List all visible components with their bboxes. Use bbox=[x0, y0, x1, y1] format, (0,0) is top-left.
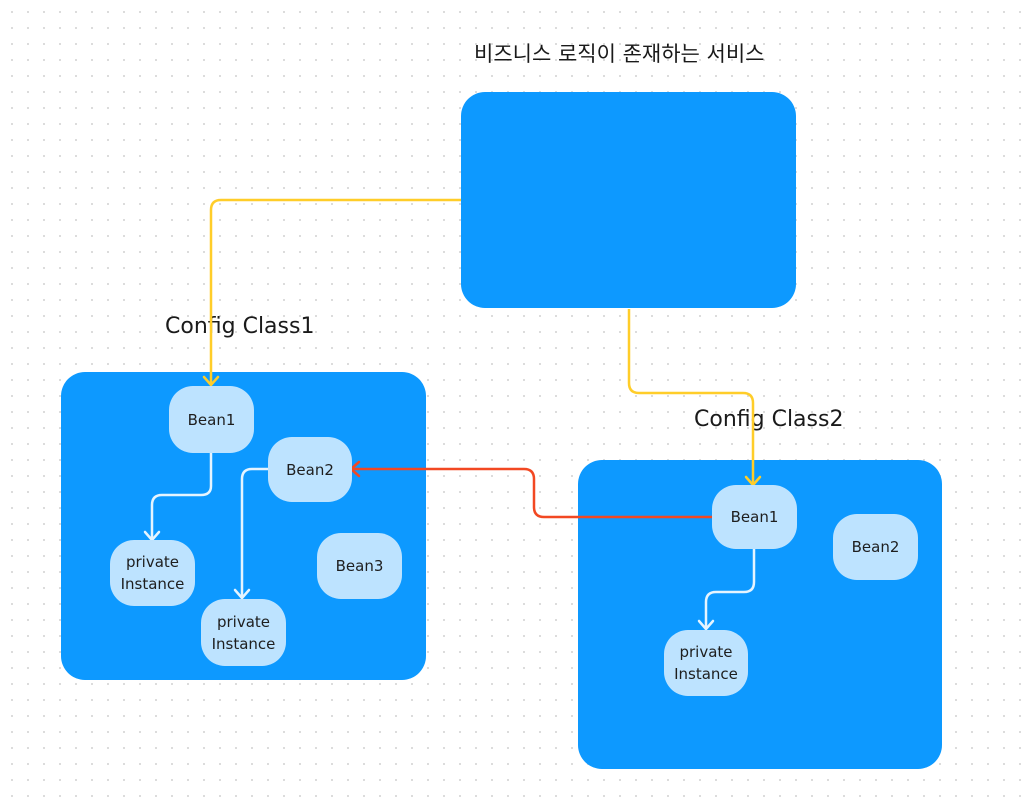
config1-bean2-node[interactable]: Bean2 bbox=[268, 437, 352, 502]
service-title: 비즈니스 로직이 존재하는 서비스 bbox=[474, 42, 765, 66]
config1-private-instance-2-node[interactable]: private Instance bbox=[201, 599, 286, 666]
config1-private-instance-2-label: private Instance bbox=[211, 612, 276, 653]
config1-private-instance-1-node[interactable]: private Instance bbox=[110, 540, 195, 606]
config1-bean1-label: Bean1 bbox=[187, 410, 236, 429]
config1-bean3-node[interactable]: Bean3 bbox=[317, 533, 402, 599]
config2-bean1-node[interactable]: Bean1 bbox=[712, 485, 797, 549]
config2-bean1-label: Bean1 bbox=[730, 508, 779, 526]
config1-private-instance-1-label: private Instance bbox=[120, 553, 185, 593]
config1-bean3-label: Bean3 bbox=[335, 557, 384, 575]
config2-bean2-label: Bean2 bbox=[851, 538, 900, 556]
connector-service-to-config2-bean1 bbox=[627, 309, 755, 484]
config2-bean2-node[interactable]: Bean2 bbox=[833, 514, 918, 580]
config-class2-title: Config Class2 bbox=[694, 407, 844, 432]
config2-private-instance-1-node[interactable]: private Instance bbox=[664, 630, 748, 696]
config1-bean1-node[interactable]: Bean1 bbox=[169, 386, 254, 453]
config2-private-instance-1-label: private Instance bbox=[674, 643, 738, 683]
config1-bean2-label: Bean2 bbox=[286, 460, 334, 479]
connector-service-to-config1-bean1 bbox=[209, 198, 461, 384]
config-class1-title: Config Class1 bbox=[165, 314, 315, 339]
service-box[interactable] bbox=[461, 92, 796, 308]
